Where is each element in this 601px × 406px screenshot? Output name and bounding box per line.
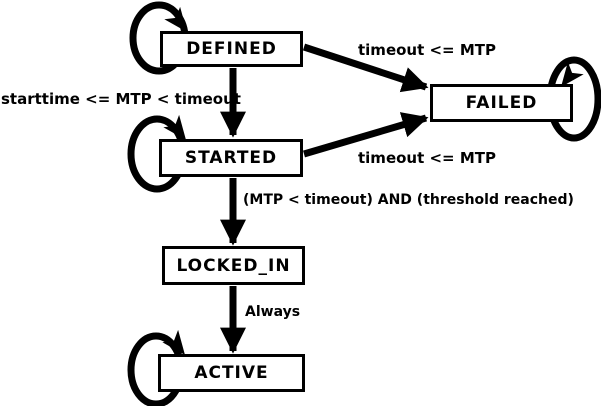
arrow-defined-to-failed bbox=[302, 43, 429, 93]
state-started-label: STARTED bbox=[184, 148, 278, 168]
transition-label-locked-in-active: Always bbox=[245, 304, 301, 320]
transition-label-defined-failed: timeout <= MTP bbox=[358, 41, 497, 59]
state-failed: FAILED bbox=[430, 84, 573, 122]
arrow-started-to-failed bbox=[303, 112, 429, 158]
state-failed-label: FAILED bbox=[465, 93, 538, 113]
state-active-label: ACTIVE bbox=[194, 363, 269, 383]
state-active: ACTIVE bbox=[158, 354, 305, 392]
state-defined: DEFINED bbox=[160, 31, 303, 67]
state-started: STARTED bbox=[159, 139, 303, 177]
state-locked-in-label: LOCKED_IN bbox=[176, 255, 291, 276]
transition-label-defined-started: starttime <= MTP < timeout bbox=[1, 90, 241, 108]
state-locked-in: LOCKED_IN bbox=[162, 246, 305, 285]
transition-label-started-locked-in: (MTP < timeout) AND (threshold reached) bbox=[243, 192, 574, 208]
transition-label-started-failed: timeout <= MTP bbox=[358, 149, 497, 167]
state-defined-label: DEFINED bbox=[186, 39, 277, 59]
